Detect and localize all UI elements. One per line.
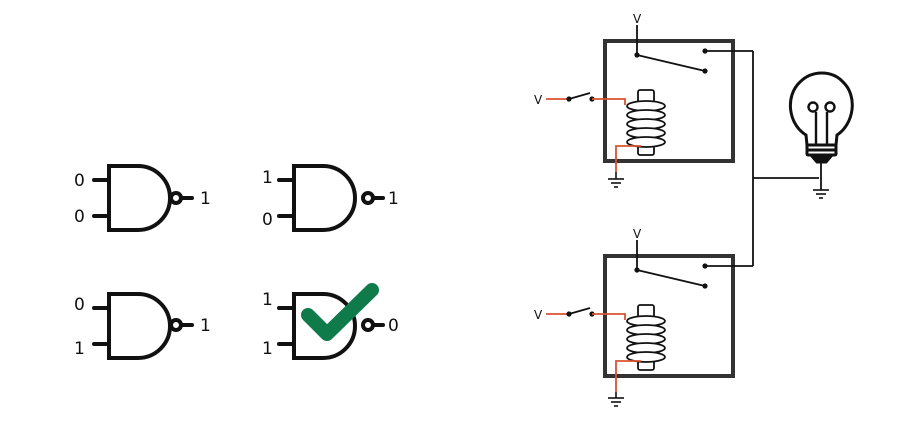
ground-icon bbox=[813, 189, 829, 199]
nand-gate-2-input-b: 0 bbox=[262, 210, 273, 230]
nand-gate-3 bbox=[92, 292, 194, 360]
output-wiring bbox=[752, 51, 819, 266]
relay-2-armature bbox=[636, 269, 706, 287]
relay-1-supply-label: V bbox=[633, 12, 642, 26]
relay-2-housing bbox=[603, 254, 735, 378]
relay-1-coil bbox=[626, 89, 666, 156]
relay-2-supply-label: V bbox=[633, 227, 642, 241]
nand-gate-3-input-b: 1 bbox=[74, 339, 85, 359]
nand-gate-1-input-b: 0 bbox=[74, 207, 85, 227]
nand-gate-3-input-a: 0 bbox=[74, 295, 85, 315]
nand-gate-2-output: 1 bbox=[388, 189, 399, 209]
nand-gate-3-output: 1 bbox=[200, 316, 211, 336]
light-bulb-icon bbox=[788, 71, 854, 164]
relay-2-control-label: V bbox=[534, 308, 543, 322]
nand-gate-1-input-a: 0 bbox=[74, 171, 85, 191]
nand-gate-2-input-a: 1 bbox=[262, 168, 273, 188]
ground-icon bbox=[608, 172, 624, 188]
relay-2 bbox=[546, 240, 753, 407]
nand-gate-2 bbox=[277, 164, 385, 232]
nand-gate-1 bbox=[92, 164, 194, 232]
relay-2-switch bbox=[568, 307, 591, 315]
nand-gate-4-output: 0 bbox=[388, 316, 399, 336]
relay-1 bbox=[546, 25, 753, 188]
relay-1-armature bbox=[636, 54, 706, 72]
nand-gate-4-input-a: 1 bbox=[262, 290, 273, 310]
nand-gate-4-input-b: 1 bbox=[262, 339, 273, 359]
nand-gate-4 bbox=[277, 292, 385, 360]
nand-gate-1-output: 1 bbox=[200, 189, 211, 209]
relay-2-coil bbox=[626, 304, 666, 371]
checkmark-icon bbox=[301, 283, 379, 341]
relay-1-housing bbox=[603, 39, 735, 163]
relay-1-switch bbox=[568, 92, 591, 100]
ground-icon bbox=[608, 392, 624, 407]
relay-1-control-label: V bbox=[534, 93, 543, 107]
